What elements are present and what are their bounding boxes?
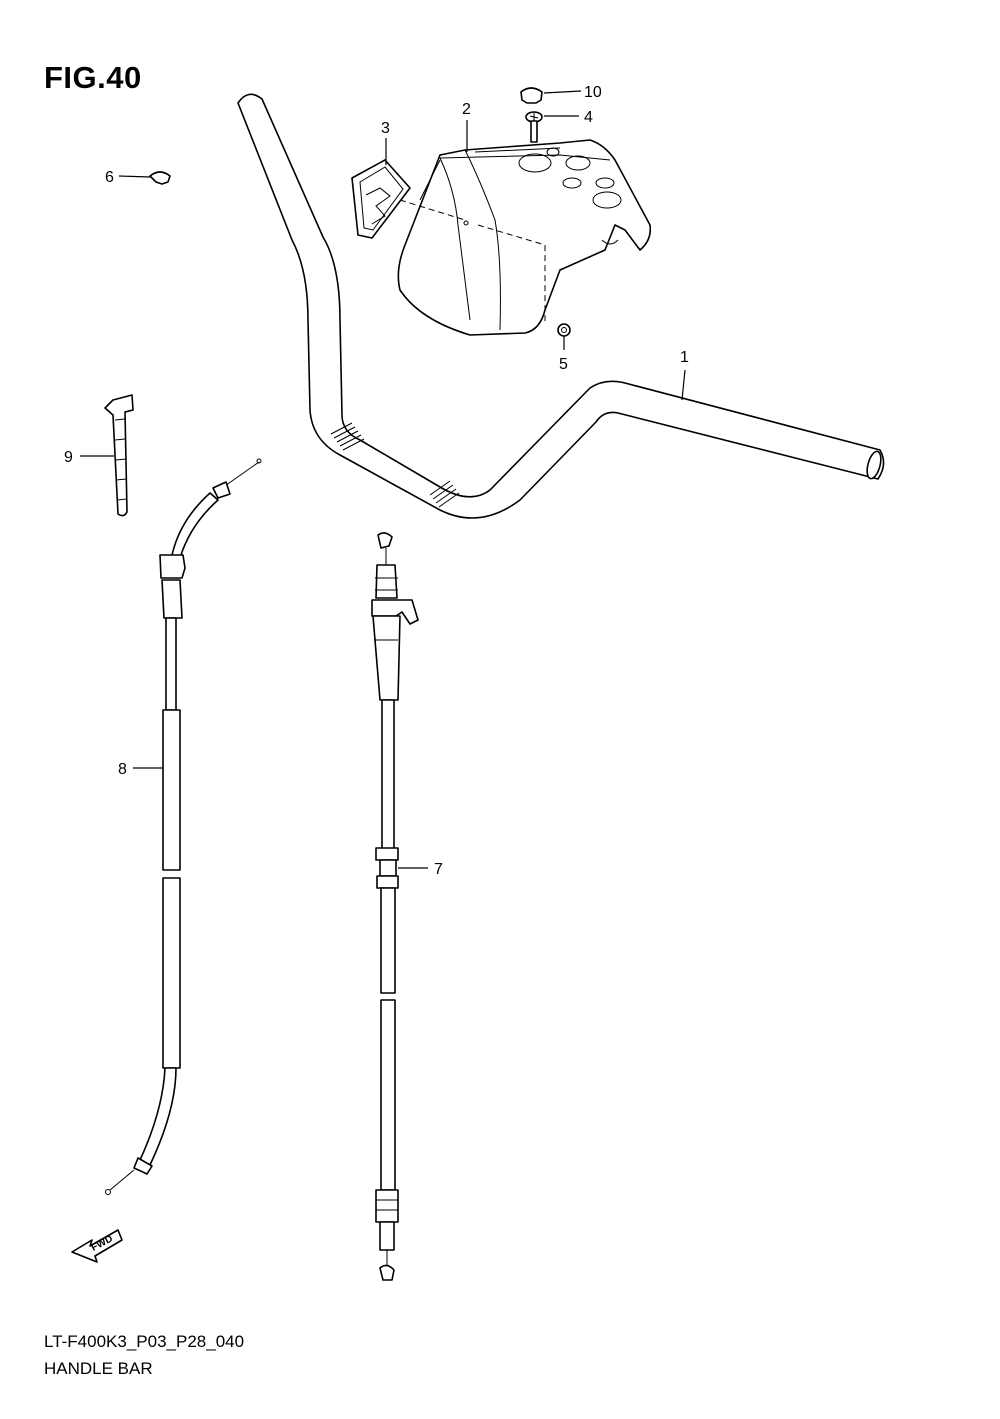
cable-tie-icon[interactable] [104,394,134,517]
callout-9[interactable]: 9 [64,449,73,466]
figure-title: FIG.40 [44,60,142,95]
callout-7[interactable]: 7 [434,861,443,878]
handlebar-cover-icon[interactable] [397,139,652,336]
callout-6[interactable]: 6 [105,169,114,186]
cap-icon[interactable] [520,87,543,104]
cap-icon[interactable] [149,171,171,185]
callout-4[interactable]: 4 [584,109,593,126]
model-code: LT-F400K3_P03_P28_040 [44,1332,245,1351]
callout-1[interactable]: 1 [680,349,689,366]
callout-10[interactable]: 10 [584,84,602,101]
screw-icon[interactable] [525,111,543,143]
handlebar-icon[interactable] [237,93,885,519]
cable-icon[interactable] [105,458,262,1195]
callout-2[interactable]: 2 [462,101,471,118]
cable-icon[interactable] [371,532,419,1281]
section-name: HANDLE BAR [44,1359,153,1378]
emblem-icon[interactable] [351,159,469,239]
callout-8[interactable]: 8 [118,761,127,778]
leader-lines [80,90,686,869]
fwd-arrow-icon: FWD [71,1229,123,1263]
nut-icon[interactable] [557,323,571,337]
callout-5[interactable]: 5 [559,356,568,373]
callout-3[interactable]: 3 [381,120,390,137]
